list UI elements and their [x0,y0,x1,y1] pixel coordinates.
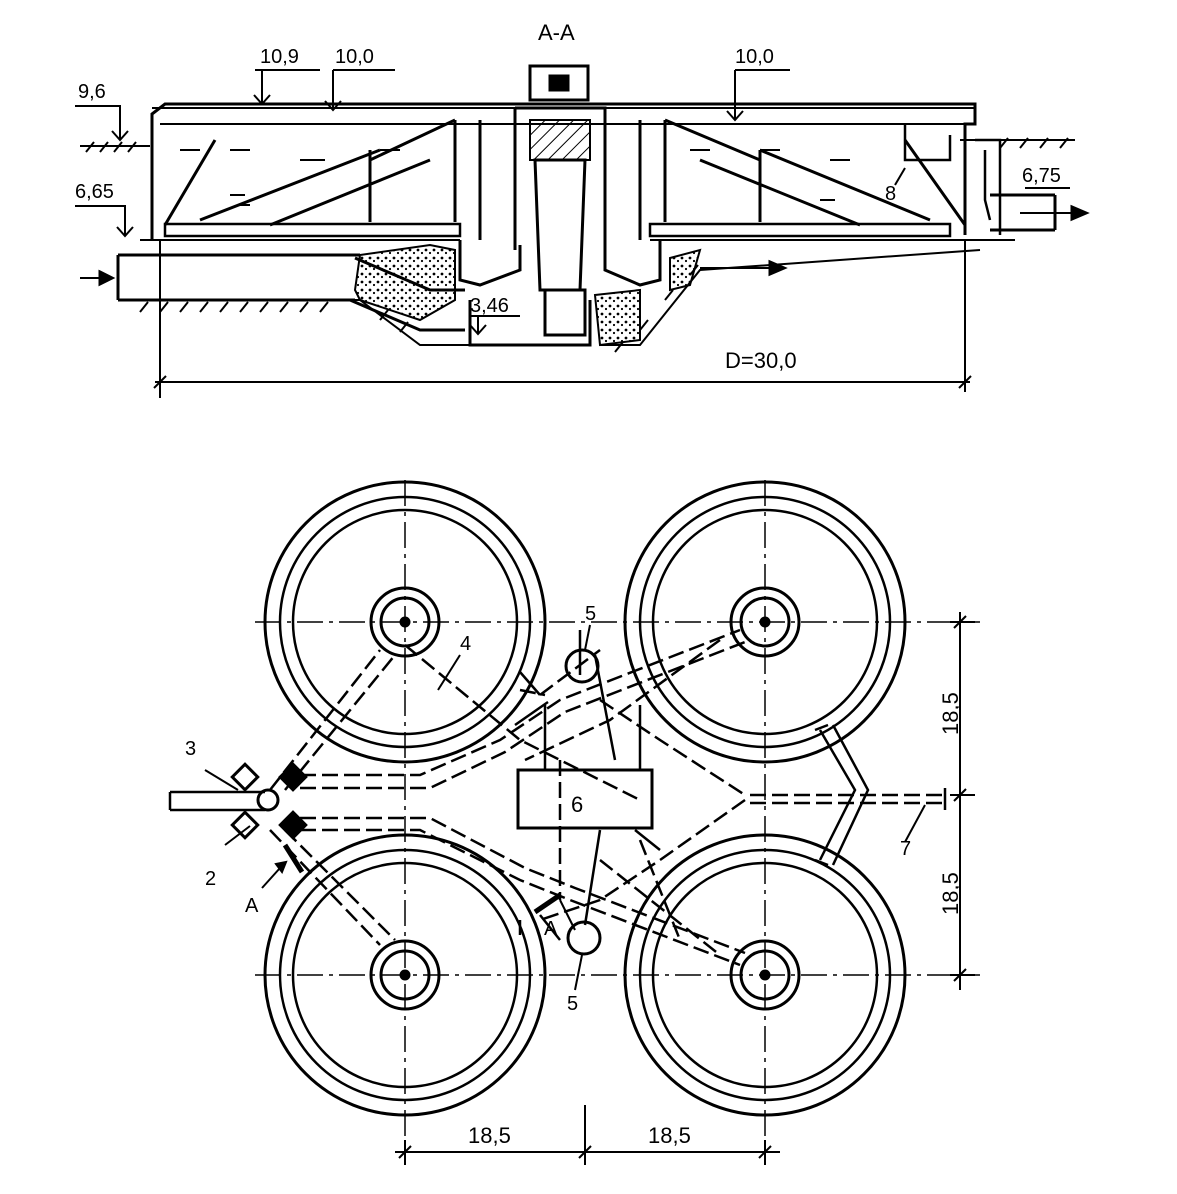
elev-6-75: 6,75 [1022,165,1061,187]
elev-10-0-left: 10,0 [335,46,374,68]
label-7: 7 [900,838,911,860]
section-view: А-А [75,20,1090,398]
cut-label-a-left: А [245,895,259,917]
plan-dimensions [395,612,975,1165]
gravel-right [593,288,641,347]
dim-horizontal-right: 18,5 [648,1123,691,1148]
inlet-pipe [116,253,465,332]
label-3: 3 [185,738,196,760]
tank-top-left [263,480,547,764]
elev-10-9: 10,9 [260,46,299,68]
dim-vertical-top: 18,5 [938,692,963,735]
label-5-bottom: 5 [567,993,578,1015]
tank-bottom-right [623,833,907,1117]
label-8: 8 [885,183,896,205]
centerlines [255,480,980,1165]
cut-label-a-center: А [544,918,558,940]
section-title: А-А [538,20,575,45]
label-4: 4 [460,633,471,655]
dim-vertical-bottom: 18,5 [938,872,963,915]
cut-marker-center [533,892,576,931]
tank-top-right [623,480,907,764]
plan-view: 6 3 2 4 5 5 7 А А 18,5 18,5 18,5 18,5 [168,480,980,1165]
cut-marker-left [261,843,305,889]
elev-9-6: 9,6 [78,81,106,103]
tank-bottom-left [263,833,547,1117]
pipelines [269,628,945,967]
elevation-marks [75,69,1070,336]
label-6: 6 [571,792,583,817]
gravel-left [353,243,456,322]
label-2: 2 [205,868,216,890]
building-6 [516,768,654,830]
drive-housing [528,64,590,102]
plan-inlet-pipe [168,790,265,812]
diameter-dimension [153,240,972,398]
elev-3-46: 3,46 [470,295,509,317]
pump-5-bottom [566,920,602,956]
connection-lines [514,630,947,941]
elev-6-65: 6,65 [75,181,114,203]
label-5-top: 5 [585,603,596,625]
dim-horizontal-left: 18,5 [468,1123,511,1148]
elev-10-0-right: 10,0 [735,46,774,68]
pump-5-top [564,648,600,684]
diameter-label: D=30,0 [725,348,797,373]
leader-lines [204,624,926,991]
distribution-chamber [230,762,308,840]
